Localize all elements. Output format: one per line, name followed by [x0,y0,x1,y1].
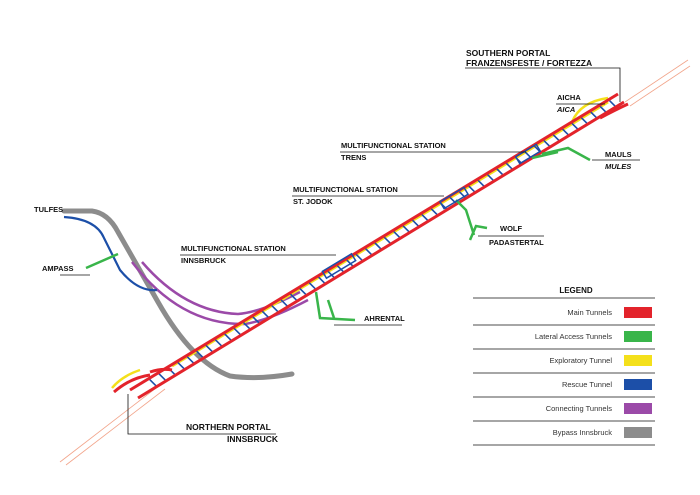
legend-swatch [624,403,652,414]
legend-item-label: Main Tunnels [567,308,612,317]
padastertal-label: PADASTERTAL [489,238,544,247]
cross-passage [232,326,242,336]
cross-passage [242,321,252,331]
aicha-label: AICHA [557,93,581,102]
trens-label: TRENS [341,153,366,162]
legend-swatch [624,331,652,342]
st-jodok-label: ST. JODOK [293,197,333,206]
wolf-label: WOLF [500,224,522,233]
southern-portal-label: SOUTHERN PORTAL [466,48,550,58]
cross-passage [195,349,205,359]
approach-lines [59,59,691,466]
mauls-label: MAULS [605,150,632,159]
northern-portal-label: NORTHERN PORTAL [186,422,271,432]
st-jodok-station-label: MULTIFUNCTIONAL STATION [293,185,398,194]
cross-passage [260,309,270,319]
legend-title: LEGEND [559,286,593,295]
legend-swatch [624,379,652,390]
cross-passage [204,343,214,354]
southern-portal-sub-label: FRANZENSFESTE / FORTEZZA [466,58,592,68]
exploratory-tunnel-aicha [570,96,609,123]
cross-passage [251,315,261,325]
legend-item-label: Lateral Access Tunnels [535,332,612,341]
main-tunnel-west [129,92,619,392]
ahrental-label: AHRENTAL [364,314,405,323]
cross-passage [270,304,280,314]
legend-item-label: Bypass Innsbruck [553,428,612,437]
main-tunnels [113,92,629,400]
connecting-tunnels [131,261,309,326]
cross-passage [279,298,289,308]
legend-item-label: Rescue Tunnel [562,380,612,389]
leader-lines [60,67,640,435]
ampass-label: AMPASS [42,264,74,273]
legend-item-label: Exploratory Tunnel [549,356,612,365]
tulfes-label: TULFES [34,205,63,214]
legend-swatch [624,355,652,366]
lateral-access-tunnels [85,146,591,322]
place-labels: SOUTHERN PORTAL FRANZENSFESTE / FORTEZZA… [34,48,632,444]
cross-passage [185,355,195,365]
exploratory-tunnel-north [111,368,141,389]
bypass-innsbruck-tunnel [61,208,295,381]
aicha-italian-label: AICA [556,105,575,114]
legend-item-label: Connecting Tunnels [546,404,613,413]
innsbruck-station-label: MULTIFUNCTIONAL STATION [181,244,286,253]
legend-swatch [624,307,652,318]
station-caverns [321,143,542,280]
cross-passage [223,332,233,342]
cross-passage [213,338,224,348]
cross-passage [148,378,158,388]
cross-passage [176,360,186,371]
cross-passage [157,372,167,382]
trens-station-label: MULTIFUNCTIONAL STATION [341,141,446,150]
rescue-tunnel-branch [63,215,158,292]
innsbruck-station-sub-label: INNSBRUCK [181,256,227,265]
legend-swatch [624,427,652,438]
northern-portal-sub-label: INNSBRUCK [227,434,279,444]
main-tunnel-east [137,100,625,400]
mauls-italian-label: MULES [605,162,631,171]
